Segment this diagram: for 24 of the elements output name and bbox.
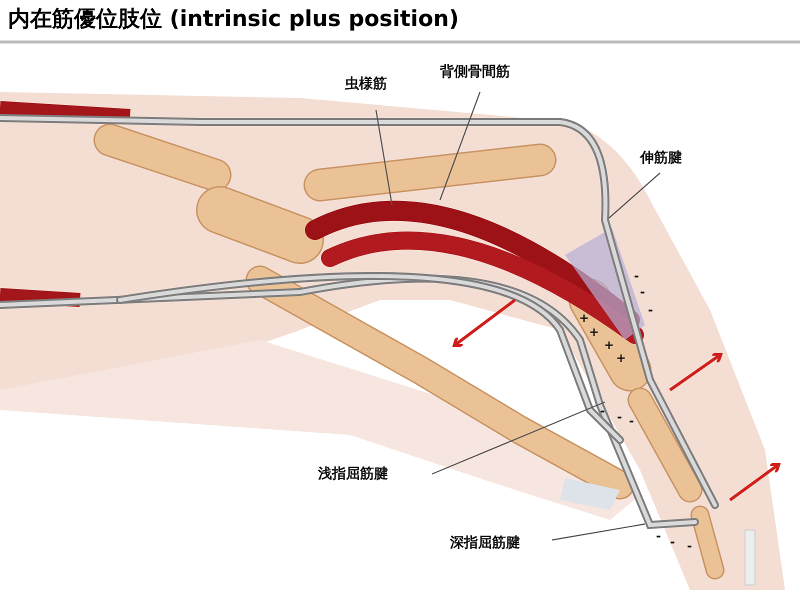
minus-sign: - [648,304,653,316]
minus-sign: - [629,415,634,427]
minus-sign: - [617,411,622,423]
plus-sign: + [616,352,626,364]
plus-sign: + [604,339,614,351]
part-label: 伸筋腱 [640,150,682,166]
plus-sign: + [579,312,590,324]
plus-sign: + [589,326,600,338]
minus-sign: - [687,540,692,552]
minus-sign: - [634,270,639,282]
minus-sign: - [670,536,675,548]
leader-line [432,401,606,475]
part-label: 虫様筋 [345,76,387,92]
leader-line [608,172,660,218]
leader-line [375,110,393,206]
minus-sign: - [656,530,661,542]
title: 内在筋優位肢位 (intrinsic plus position) [8,6,459,34]
part-label: 浅指屈筋腱 [318,466,388,482]
minus-sign: - [600,405,605,417]
leader-line [552,523,646,541]
leader-line [439,92,481,200]
minus-sign: - [640,286,645,298]
part-label: 深指屈筋腱 [450,535,520,551]
part-label: 背側骨間筋 [440,64,510,80]
